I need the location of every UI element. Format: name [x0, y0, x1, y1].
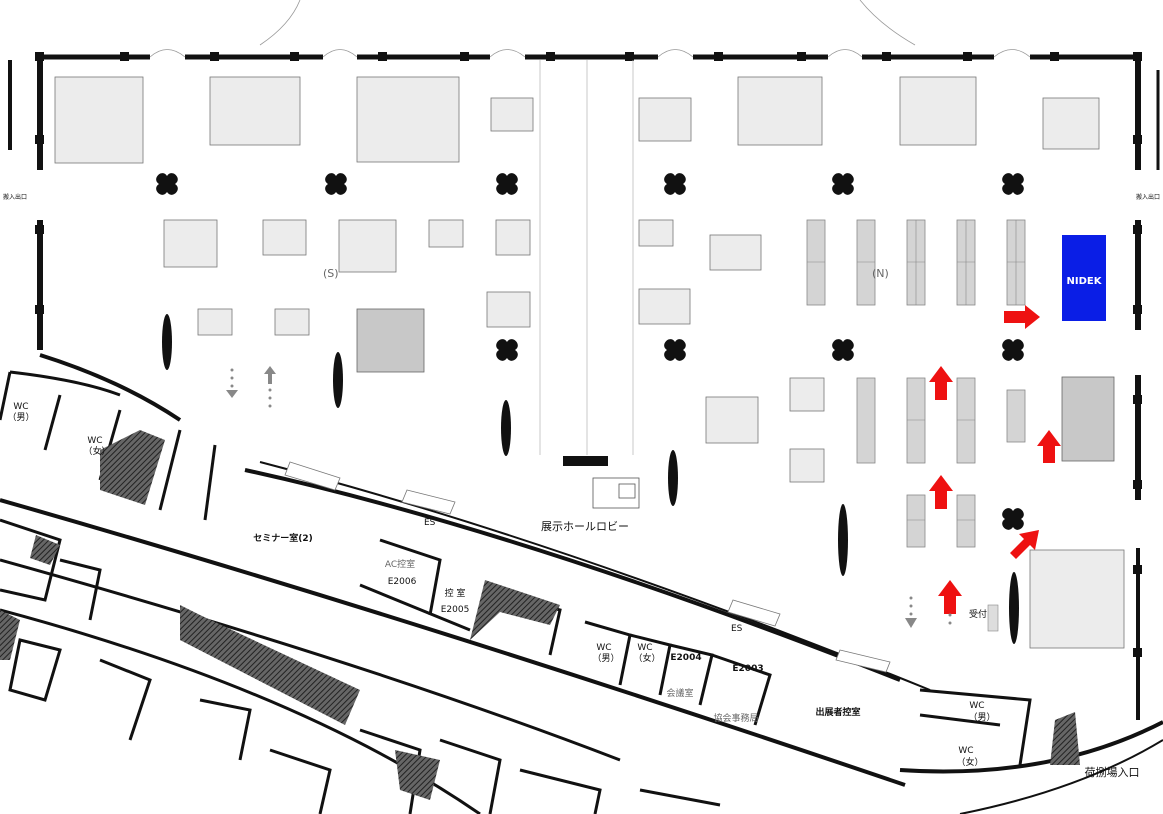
column-icon	[1002, 173, 1024, 195]
wc-men-label: （男）	[968, 712, 995, 723]
booths-south	[54, 76, 534, 336]
column-icon	[1002, 508, 1024, 530]
wc-label: WC	[958, 746, 973, 756]
booth	[789, 377, 825, 412]
booth	[737, 76, 823, 146]
flow-arrows	[226, 366, 952, 628]
ac-room-label: AC控室	[385, 558, 415, 570]
room-e2005-label: E2005	[441, 605, 470, 615]
column-icon	[325, 173, 347, 195]
route-arrow-icon	[1037, 430, 1061, 463]
island-booths	[806, 219, 1026, 548]
wc-men-label: （男）	[592, 653, 619, 664]
escalators	[284, 461, 891, 673]
column-icon	[496, 339, 518, 361]
booth	[197, 308, 233, 336]
association-office-label: 協会事務局	[713, 712, 758, 724]
booth-large-south	[356, 308, 425, 373]
wc-men-label: （男）	[7, 412, 34, 423]
booth	[274, 308, 310, 336]
oval-pillars	[162, 314, 1019, 644]
booth	[495, 219, 531, 256]
stair-areas	[0, 430, 1080, 800]
column-icon	[664, 339, 686, 361]
booth	[899, 76, 977, 146]
door-arcs	[149, 0, 1031, 58]
down-arrow-icon	[905, 596, 917, 628]
nidek-label: NIDEK	[1067, 276, 1103, 287]
central-aisle	[539, 60, 634, 455]
wc-women-label: （女）	[956, 756, 983, 768]
wc-women-label: （女）	[83, 445, 110, 457]
lobby-kiosk	[592, 477, 640, 509]
booth	[789, 448, 825, 483]
wc-label: WC	[969, 701, 984, 711]
booths-north	[638, 76, 1100, 483]
loading-entrance-label: 荷捌場入口	[1085, 765, 1140, 779]
booth-corner	[1029, 549, 1125, 649]
route-arrow-icon	[929, 366, 953, 400]
entrance-label-east: 搬入出口	[1136, 193, 1160, 201]
route-arrows	[929, 305, 1061, 614]
booth	[338, 219, 397, 273]
booth	[705, 396, 759, 444]
service-rooms	[0, 371, 1032, 814]
booth	[356, 76, 460, 163]
lobby-counter	[563, 456, 608, 466]
wc-label: WC	[13, 402, 28, 412]
route-arrow-icon	[929, 475, 953, 509]
reception-label: 受付	[969, 608, 987, 620]
room-e2003-label: E2003	[732, 664, 763, 674]
zone-north-label: (N)	[872, 267, 889, 280]
booth	[262, 219, 307, 256]
route-arrow-icon	[1010, 530, 1039, 559]
escalator-label: ES	[731, 624, 743, 634]
meeting-room-label: 会議室	[666, 687, 693, 699]
route-arrow-icon	[1004, 305, 1040, 329]
booth	[709, 234, 762, 271]
wc-women-label: （女）	[633, 652, 660, 664]
column-icon	[832, 173, 854, 195]
booth	[638, 288, 691, 325]
column-icon	[156, 173, 178, 195]
booth-dividers	[807, 220, 1025, 521]
room-e2006-label: E2006	[388, 577, 417, 587]
nidek-booth[interactable]	[1062, 235, 1106, 321]
corridor-walls	[0, 353, 1163, 814]
wall-posts	[35, 52, 1142, 657]
column-icon	[664, 173, 686, 195]
lobby-label: 展示ホールロビー	[541, 520, 629, 533]
up-arrow-icon	[948, 613, 952, 625]
booth	[486, 291, 531, 328]
room-labels: 展示ホールロビー セミナー室(2) ES ES AC控室 E2006 控 室 E…	[3, 193, 1160, 779]
room-e2004-label: E2004	[670, 653, 701, 663]
route-arrow-icon	[938, 580, 962, 614]
wc-label: WC	[637, 643, 652, 653]
reception-desk	[987, 604, 999, 632]
booth-large-north	[1061, 376, 1115, 462]
zone-south-label: (S)	[323, 267, 339, 280]
booth	[428, 219, 464, 248]
escalator-label: ES	[424, 518, 436, 528]
entrance-label-west: 搬入出口	[3, 193, 27, 201]
hikae-label: 控 室	[445, 587, 466, 599]
column-icon	[496, 173, 518, 195]
booth	[490, 97, 534, 132]
seminar-label: セミナー室(2)	[253, 532, 313, 544]
column-icon	[832, 339, 854, 361]
booth	[638, 219, 674, 247]
wc-label: WC	[596, 643, 611, 653]
booth	[638, 97, 692, 142]
booth	[163, 219, 218, 268]
booth	[54, 76, 144, 164]
down-arrow-icon	[226, 368, 238, 398]
exhibitor-room-label: 出展者控室	[815, 706, 860, 718]
column-icon	[1002, 339, 1024, 361]
booth	[209, 76, 301, 146]
wc-label: WC	[87, 436, 102, 446]
up-arrow-icon	[264, 366, 276, 408]
booth	[1042, 97, 1100, 150]
